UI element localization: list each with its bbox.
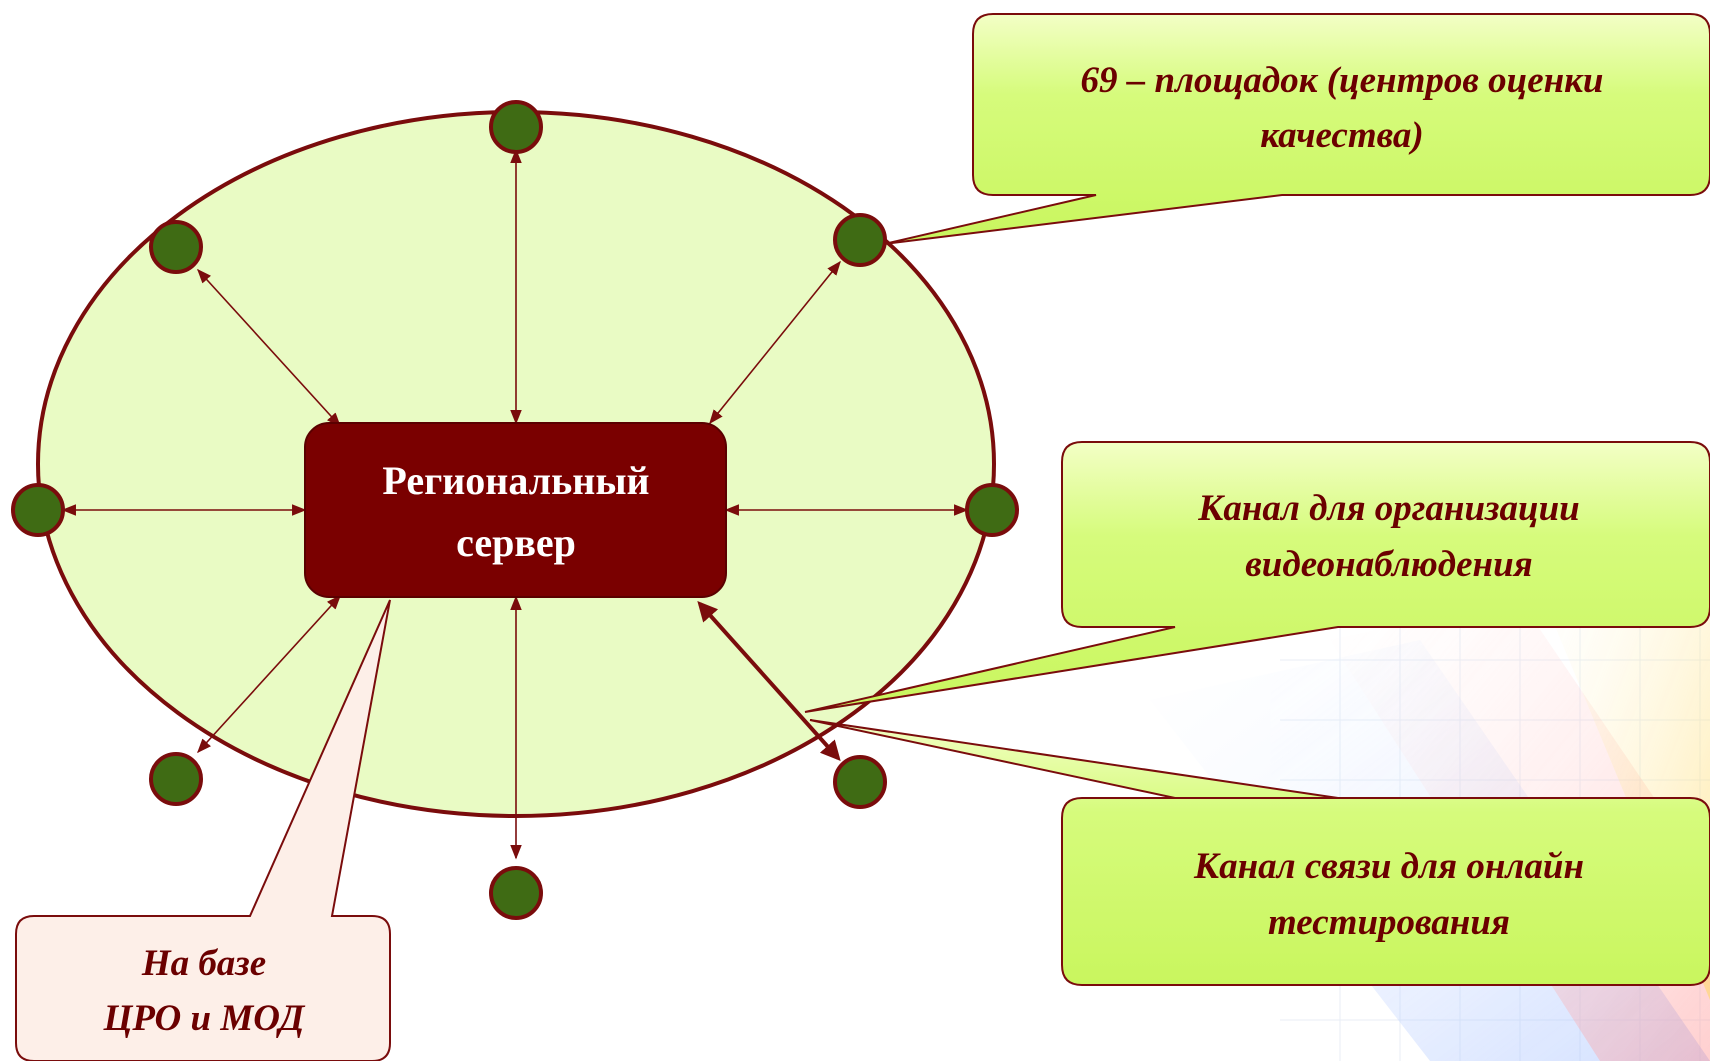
server-label-line1: Региональный xyxy=(382,458,649,503)
connection-lines xyxy=(61,148,969,860)
spoke-bottom-left xyxy=(197,594,341,754)
channel-thick-arrow xyxy=(697,601,841,761)
spoke-top-right xyxy=(709,260,841,425)
callout-online: Канал связи для онлайн тестирования xyxy=(809,719,1710,986)
callout-sites-line1: 69 – площадок (центров оценки xyxy=(1080,60,1603,101)
site-node xyxy=(965,483,1019,537)
callout-sites-line2: качества) xyxy=(1260,115,1424,156)
site-node xyxy=(833,213,887,267)
callout-base-line2: ЦРО и МОД xyxy=(103,998,306,1039)
callout-video-line1: Канал для организации xyxy=(1197,488,1579,529)
site-nodes xyxy=(11,100,1019,920)
callout-video: Канал для организации видеонаблюдения xyxy=(804,441,1710,713)
site-node xyxy=(149,752,203,806)
callout-online-line1: Канал связи для онлайн xyxy=(1193,846,1584,887)
regional-server: Региональный сервер xyxy=(304,422,727,598)
site-node xyxy=(489,100,543,154)
spoke-top-left xyxy=(197,268,341,428)
callout-base-line1: На базе xyxy=(141,943,266,984)
site-node xyxy=(11,483,65,537)
site-node xyxy=(149,220,203,274)
callout-video-line2: видеонаблюдения xyxy=(1245,544,1532,585)
site-node xyxy=(489,866,543,920)
callout-online-line2: тестирования xyxy=(1268,902,1510,943)
callout-sites: 69 – площадок (центров оценки качества) xyxy=(883,13,1710,245)
server-label-line2: сервер xyxy=(456,520,576,565)
site-node xyxy=(833,755,887,809)
